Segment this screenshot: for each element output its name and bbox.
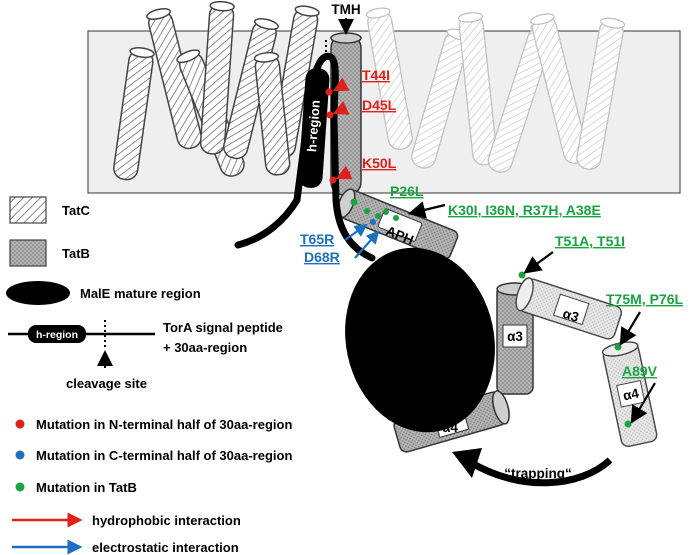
- mutation-p26l: P26L: [390, 183, 424, 199]
- t51-arrow: [523, 251, 554, 274]
- legend-cleavage: cleavage site: [66, 376, 147, 391]
- red-dot: [329, 176, 337, 184]
- h-region-helix: [298, 68, 330, 188]
- blue-arrow-2: [354, 230, 380, 259]
- legend: TatC TatB MalE mature region h-region To…: [6, 196, 292, 555]
- t75-arrow: [619, 311, 641, 346]
- legend-signal-line1: TorA signal peptide: [163, 320, 283, 335]
- light-alpha3-helix: [515, 277, 622, 340]
- red-mutations: [325, 77, 353, 184]
- legend-red-dot-label: Mutation in N-terminal half of 30aa-regi…: [36, 417, 292, 432]
- legend-signal-line2: + 30aa-region: [163, 340, 247, 355]
- legend-green-dot-label: Mutation in TatB: [36, 480, 137, 495]
- trapping-arrowhead: [452, 448, 482, 478]
- legend-tatc: TatC: [62, 203, 91, 218]
- legend-tatb-swatch: [9, 239, 47, 267]
- mutation-k30i-group: K30I, I36N, R37H, A38E: [448, 202, 601, 218]
- legend-blue-dot: [15, 450, 25, 460]
- legend-male: MalE mature region: [80, 286, 201, 301]
- mutation-t44i: T44I: [362, 67, 390, 83]
- tatc-helices-right: [365, 7, 626, 173]
- trapping-arrow: [468, 457, 613, 487]
- red-dot: [325, 88, 333, 96]
- mutation-d68r: D68R: [304, 249, 340, 265]
- tatb-aph-helix: [336, 188, 459, 260]
- green-dot: [624, 420, 632, 428]
- legend-h-region-swatch: [28, 325, 86, 343]
- h-region-vertical-label: h-region: [304, 99, 323, 152]
- green-dot: [393, 215, 399, 221]
- mutation-k50l: K50L: [362, 155, 397, 171]
- tmh-label: TMH: [331, 2, 360, 17]
- legend-green-dot: [15, 482, 25, 492]
- male-mature-region: [345, 247, 495, 433]
- green-dot: [350, 198, 358, 206]
- green-dot: [375, 213, 381, 219]
- red-arrow: [332, 100, 350, 115]
- trapping-label: “trapping“: [504, 466, 572, 481]
- legend-red-arrow-label: hydrophobic interaction: [92, 513, 241, 528]
- green-dot: [518, 271, 526, 279]
- tatb-alpha3-helix: [496, 282, 534, 395]
- a89-arrow: [630, 382, 656, 424]
- green-dot: [614, 343, 622, 351]
- alpha3-light-label: α3: [561, 306, 581, 325]
- legend-blue-arrow-label: electrostatic interaction: [92, 540, 239, 555]
- legend-blue-dot-label: Mutation in C-terminal half of 30aa-regi…: [36, 448, 292, 463]
- red-arrow: [332, 77, 350, 92]
- mutation-t51a: T51A, T51I: [555, 233, 625, 249]
- legend-tatb: TatB: [62, 246, 90, 261]
- red-arrow: [335, 165, 353, 180]
- red-dot: [326, 111, 334, 119]
- alpha3-tatb-label: α3: [507, 329, 523, 344]
- green-dot: [364, 208, 370, 214]
- mutation-d45l: D45L: [362, 97, 397, 113]
- legend-red-dot: [15, 419, 25, 429]
- legend-tatc-swatch: [9, 196, 47, 224]
- signal-peptide-chain: [234, 52, 376, 262]
- blue-dot: [370, 219, 376, 225]
- green-dot: [383, 209, 389, 215]
- mutation-t75m: T75M, P76L: [606, 291, 683, 307]
- legend-h-region: h-region: [36, 329, 78, 341]
- legend-male-swatch: [6, 281, 70, 305]
- mutation-t65r: T65R: [300, 231, 334, 247]
- blue-arrow-1: [344, 223, 368, 241]
- k30-arrow: [407, 201, 446, 219]
- alpha4-light-label: α4: [622, 385, 641, 403]
- tatc-helices-left: [113, 0, 320, 181]
- mutation-a89v: A89V: [622, 363, 658, 379]
